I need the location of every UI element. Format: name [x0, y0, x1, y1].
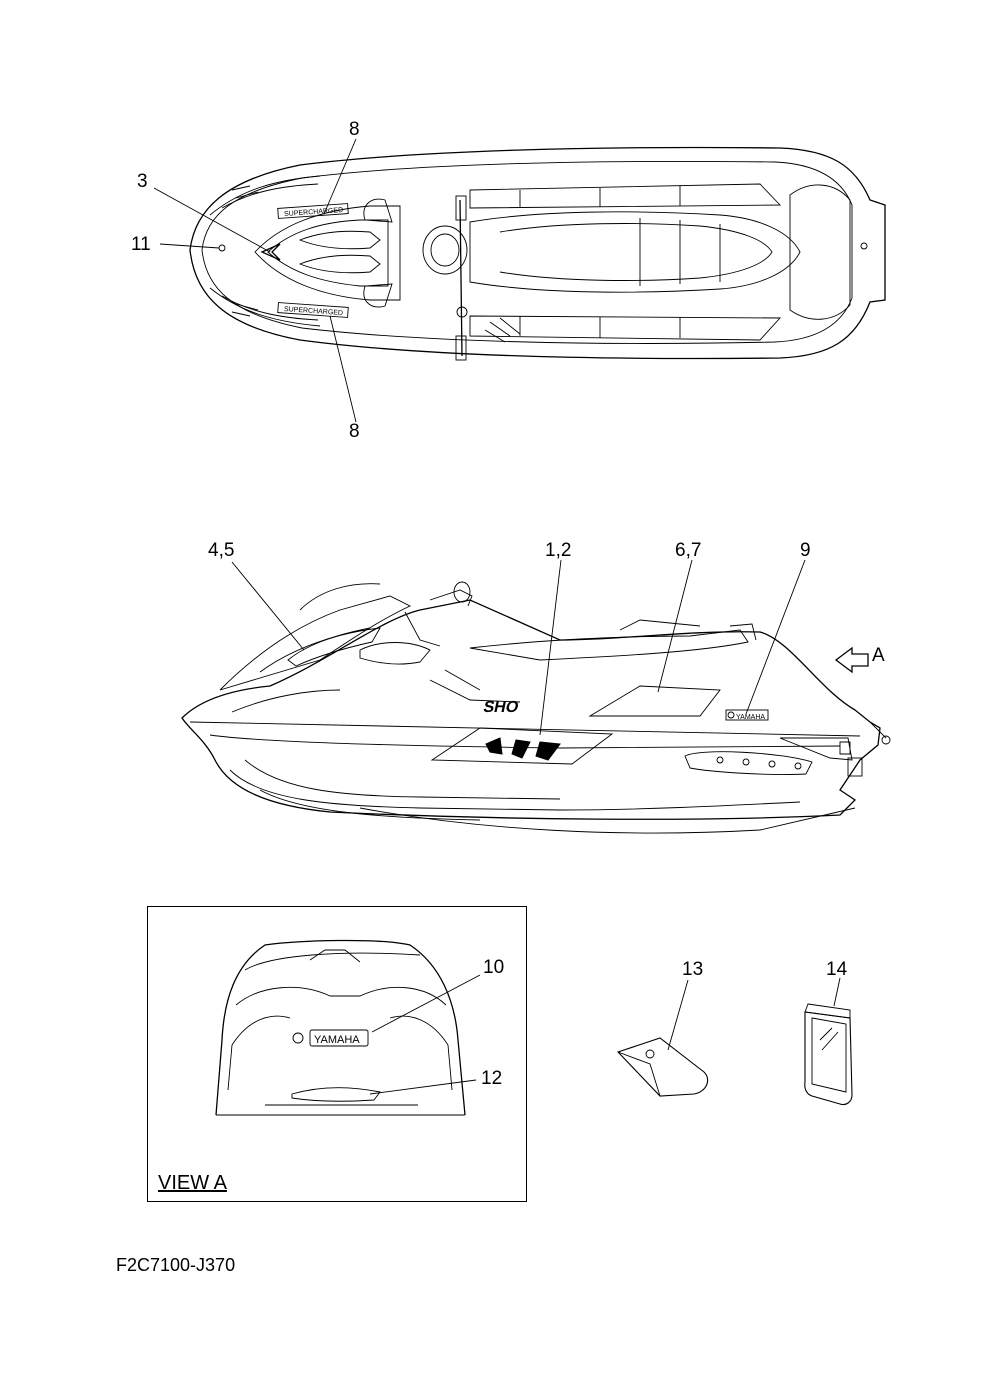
callout-8-upper: 8: [349, 119, 360, 140]
callout-12: 12: [481, 1068, 502, 1089]
sho-decal: SHO: [482, 698, 520, 716]
side-view-watercraft: SHO YAMAHA: [181, 559, 891, 834]
top-view-watercraft: SUPERCHARGED SUPERCHARGED: [153, 138, 886, 423]
callout-10: 10: [483, 957, 504, 978]
callout-1-2: 1,2: [545, 540, 571, 561]
part-13-pouch: [617, 979, 709, 1097]
callout-11: 11: [131, 234, 151, 255]
callout-6-7: 6,7: [675, 540, 701, 561]
callout-3: 3: [137, 171, 148, 192]
view-a-rear-watercraft: YAMAHA: [215, 939, 481, 1116]
supercharged-decal-upper: SUPERCHARGED: [284, 207, 343, 218]
callout-4-5: 4,5: [208, 540, 234, 561]
callout-8-lower: 8: [349, 421, 360, 442]
view-a-title: VIEW A: [158, 1172, 227, 1194]
view-a-frame: VIEW A: [147, 906, 527, 1202]
yamaha-side-badge: YAMAHA: [736, 714, 765, 721]
drawing-code: F2C7100-J370: [116, 1255, 236, 1275]
yamaha-rear-badge: YAMAHA: [314, 1034, 360, 1046]
callout-a: A: [872, 645, 885, 666]
callout-13: 13: [682, 959, 703, 980]
supercharged-decal-lower: SUPERCHARGED: [284, 306, 343, 317]
callout-9: 9: [800, 540, 811, 561]
part-14-manual-bag: [804, 977, 853, 1106]
callout-14: 14: [826, 959, 848, 980]
